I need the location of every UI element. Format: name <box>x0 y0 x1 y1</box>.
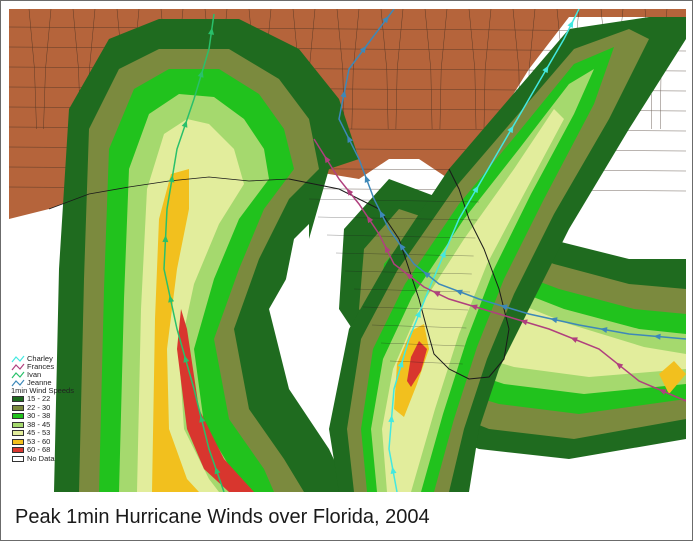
legend-bin: 53 - 60 <box>11 436 81 447</box>
legend-bin-label: No Data <box>27 453 55 463</box>
frances-arrow <box>658 389 667 395</box>
jeanne-arrow <box>379 210 386 219</box>
frances-arrow <box>366 215 374 224</box>
wind-map[interactable] <box>9 9 686 492</box>
jeanne-arrow <box>347 135 354 144</box>
legend-swatch <box>12 396 24 402</box>
charley-arrow <box>388 415 395 423</box>
legend-swatch <box>12 430 24 436</box>
legend-track-charley: Charley <box>11 355 81 363</box>
track-symbol-icon <box>11 379 25 387</box>
charley-arrow <box>415 310 421 318</box>
ivan-arrow <box>181 120 188 128</box>
legend-bin: 22 - 30 <box>11 402 81 413</box>
frances-arrow <box>615 362 624 370</box>
legend-bin-label: 53 - 60 <box>27 436 51 446</box>
legend-bin: No Data <box>11 453 81 464</box>
ivan-arrow <box>214 466 221 475</box>
legend-track-frances: Frances <box>11 363 81 371</box>
legend-bin-label: 22 - 30 <box>27 402 51 412</box>
legend-track-label: Frances <box>27 362 55 371</box>
jeanne-arrow <box>399 243 406 251</box>
legend-bin: 30 - 38 <box>11 412 81 421</box>
jeanne-arrow <box>550 317 558 324</box>
ivan-swath-60-68 <box>177 309 254 492</box>
charley-swath-45-53 <box>382 109 564 492</box>
frances-arrow <box>432 291 441 298</box>
jeanne-arrow <box>653 333 661 340</box>
ivan-arrow <box>199 415 206 423</box>
map-caption: Peak 1min Hurricane Winds over Florida, … <box>15 506 430 528</box>
florida-counties <box>308 198 480 365</box>
legend-track-label: Jeanne <box>27 378 52 387</box>
legend-track-label: Ivan <box>27 370 42 379</box>
jeanne-arrow <box>600 327 608 333</box>
legend-swatch <box>12 404 24 411</box>
legend-bin: 15 - 22 <box>11 395 81 404</box>
frances-arrow <box>570 337 578 343</box>
legend-bin-label: 60 - 68 <box>27 445 51 454</box>
legend-swatch <box>12 447 24 453</box>
charley-swath-60-68 <box>407 341 427 387</box>
charley-arrow <box>542 65 549 74</box>
charley-arrow <box>397 360 404 368</box>
legend-bin: 45 - 53 <box>11 429 81 438</box>
no-data-pocket <box>281 224 309 329</box>
legend-bin-label: 38 - 45 <box>27 419 51 429</box>
legend-swatch <box>12 421 24 428</box>
legend-swatch <box>12 455 24 462</box>
track-symbol-icon <box>11 355 25 363</box>
jeanne-arrow <box>340 90 347 98</box>
ivan-arrow <box>168 175 175 183</box>
legend-track-label: Charley <box>27 354 53 363</box>
frances-arrow <box>384 245 391 254</box>
charley-arrow <box>472 185 479 194</box>
jeanne-arrow <box>423 271 431 279</box>
track-symbol-icon <box>11 363 25 371</box>
frances-swath-53-60 <box>659 361 686 394</box>
ivan-arrow <box>197 70 204 78</box>
legend-swatch <box>12 438 24 445</box>
track-arrows <box>162 15 667 475</box>
legend-track-jeanne: Jeanne <box>11 379 81 387</box>
ivan-swath-53-60 <box>152 169 199 492</box>
frances-arrow <box>405 273 414 280</box>
jeanne-arrow <box>500 304 508 311</box>
charley-arrow <box>507 125 514 134</box>
ivan-arrow <box>208 27 215 35</box>
frances-arrow <box>346 188 354 196</box>
ivan-arrow <box>162 235 169 243</box>
jeanne-arrow <box>359 45 367 54</box>
jeanne-arrow <box>364 175 371 183</box>
jeanne-arrow <box>455 289 463 296</box>
legend-bin-label: 45 - 53 <box>27 428 51 437</box>
legend-bin: 38 - 45 <box>11 419 81 430</box>
charley-arrow <box>567 20 574 29</box>
legend-track-ivan: Ivan <box>11 371 81 379</box>
frances-arrow <box>324 155 331 164</box>
charley-arrow <box>390 466 397 474</box>
legend-bin-label: 15 - 22 <box>27 394 51 403</box>
frances-arrow <box>470 304 478 311</box>
frances-arrow <box>520 319 528 326</box>
jeanne-arrow <box>382 15 389 24</box>
florida-outline <box>288 168 510 380</box>
legend-title: 1min Wind Speeds <box>11 386 74 395</box>
ivan-arrow <box>183 355 190 363</box>
ivan-arrow <box>168 295 175 303</box>
legend-bin: 60 - 68 <box>11 446 81 455</box>
legend-swatch <box>12 413 24 419</box>
wind-map-canvas <box>9 9 686 492</box>
charley-arrow <box>440 250 446 258</box>
track-symbol-icon <box>11 371 25 379</box>
legend-bin-label: 30 - 38 <box>27 411 51 420</box>
